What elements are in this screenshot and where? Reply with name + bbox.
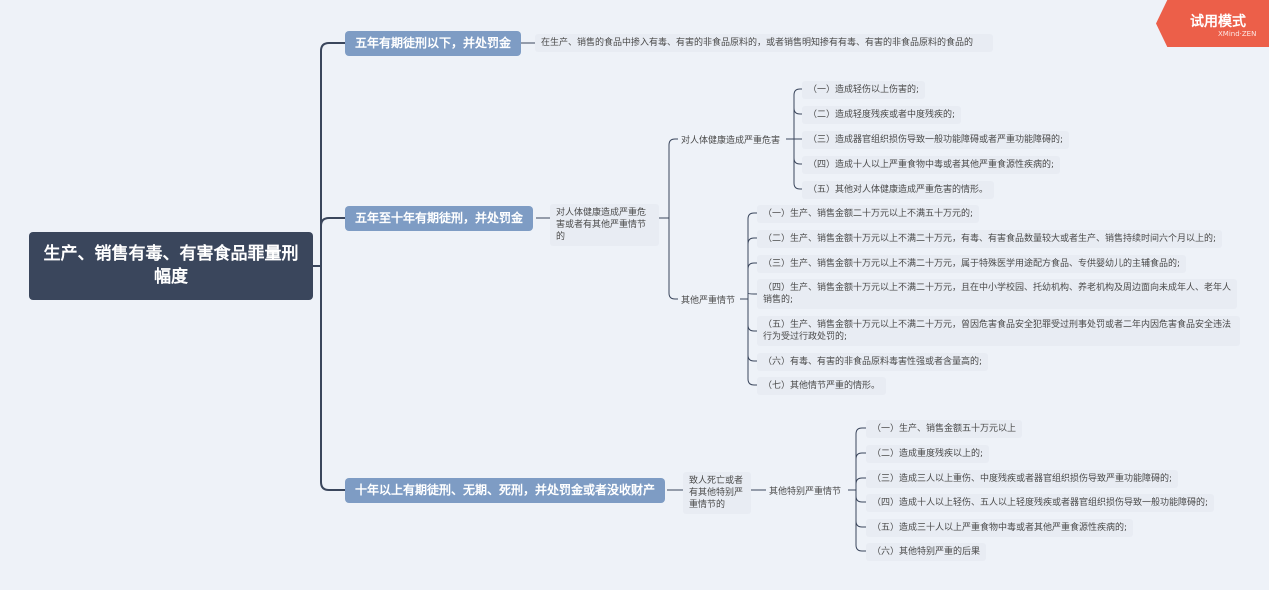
root-topic[interactable]: 生产、销售有毒、有害食品罪量刑幅度	[29, 232, 313, 300]
connector-b2-sub2	[668, 218, 678, 300]
branch-1-topic[interactable]: 五年有期徒刑以下，并处罚金	[345, 31, 522, 56]
branch-2-topic[interactable]: 五年至十年有期徒刑，并处罚金	[345, 206, 534, 231]
sub3-item-6-text: （六）其他特别严重的后果	[872, 547, 981, 557]
branch-2-sub2[interactable]: 其他严重情节	[678, 293, 739, 309]
branch-1-leaf-text: 在生产、销售的食品中掺入有毒、有害的非食品原料的，或者销售明知掺有有毒、有害的非…	[541, 38, 974, 48]
sub2-item-5[interactable]: （五）生产、销售金额十万元以上不满二十万元，曾因危害食品安全犯罪受过刑事处罚或者…	[757, 316, 1240, 346]
sub3-item-1-text: （一）生产、销售金额五十万元以上	[872, 424, 1017, 434]
sub2-item-1[interactable]: （一）生产、销售金额二十万元以上不满五十万元的;	[757, 205, 980, 223]
connector-b2-sub1	[659, 138, 678, 219]
sub1-item-3[interactable]: （三）造成器官组织损伤导致一般功能障碍或者严重功能障碍的;	[802, 131, 1070, 149]
branch-1-label: 五年有期徒刑以下，并处罚金	[355, 36, 512, 50]
sub3-item-2[interactable]: （二）造成重度残疾以上的;	[866, 445, 990, 463]
sub1-item-5-text: （五）其他对人体健康造成严重危害的情形。	[808, 185, 989, 195]
sub1-item-1-text: （一）造成轻伤以上伤害的;	[808, 85, 920, 95]
sub2-item-2[interactable]: （二）生产、销售金额十万元以上不满二十万元，有毒、有害食品数量较大或者生产、销售…	[757, 230, 1223, 248]
trial-mode-badge[interactable]: 试用模式 XMind·ZEN	[1156, 0, 1269, 47]
branch-3-condition-text: 致人死亡或者有其他特别严重情节的	[689, 476, 744, 510]
sub2-item-6-text: （六）有毒、有害的非食品原料毒害性强或者含量高的;	[763, 357, 983, 367]
sub3-item-2-text: （二）造成重度残疾以上的;	[872, 449, 984, 459]
sub1-item-1[interactable]: （一）造成轻伤以上伤害的;	[802, 81, 926, 99]
sub2-item-3[interactable]: （三）生产、销售金额十万元以上不满二十万元，属于特殊医学用途配方食品、专供婴幼儿…	[757, 255, 1187, 273]
sub3-item-5[interactable]: （五）造成三十人以上严重食物中毒或者其他严重食源性疾病的;	[866, 519, 1134, 537]
sub2-item-7-text: （七）其他情节严重的情形。	[763, 381, 881, 391]
sub2-item-4[interactable]: （四）生产、销售金额十万元以上不满二十万元，且在中小学校园、托幼机构、养老机构及…	[757, 279, 1237, 309]
sub1-item-5[interactable]: （五）其他对人体健康造成严重危害的情形。	[802, 181, 995, 199]
trial-mode-label: 试用模式	[1190, 14, 1246, 30]
branch-3-label: 十年以上有期徒刑、无期、死刑，并处罚金或者没收财产	[355, 483, 656, 497]
sub3-item-4-text: （四）造成十人以上轻伤、五人以上轻度残疾或者器官组织损伤导致一般功能障碍的;	[872, 498, 1209, 508]
sub2-item-3-text: （三）生产、销售金额十万元以上不满二十万元，属于特殊医学用途配方食品、专供婴幼儿…	[763, 259, 1181, 269]
branch-2-sub1[interactable]: 对人体健康造成严重危害	[678, 133, 784, 149]
branch-3-condition[interactable]: 致人死亡或者有其他特别严重情节的	[683, 472, 751, 514]
sub1-item-4[interactable]: （四）造成十人以上严重食物中毒或者其他严重食源性疾病的;	[802, 156, 1061, 174]
sub1-item-4-text: （四）造成十人以上严重食物中毒或者其他严重食源性疾病的;	[808, 160, 1055, 170]
connector-root-branch1	[313, 42, 345, 267]
branch-2-sub2-label: 其他严重情节	[681, 296, 736, 306]
branch-2-sub1-label: 对人体健康造成严重危害	[681, 136, 781, 146]
branch-2-condition-text: 对人体健康造成严重危害或者有其他严重情节的	[556, 208, 647, 242]
sub2-item-4-text: （四）生产、销售金额十万元以上不满二十万元，且在中小学校园、托幼机构、养老机构及…	[763, 283, 1232, 305]
branch-3-sub-label: 其他特别严重情节	[769, 487, 842, 497]
xmind-brand-label: XMind·ZEN	[1218, 30, 1257, 38]
branch-2-label: 五年至十年有期徒刑，并处罚金	[355, 211, 524, 225]
sub2-item-1-text: （一）生产、销售金额二十万元以上不满五十万元的;	[763, 209, 974, 219]
sub3-item-1[interactable]: （一）生产、销售金额五十万元以上	[866, 420, 1023, 438]
sub3-item-3[interactable]: （三）造成三人以上重伤、中度残疾或者器官组织损伤导致严重功能障碍的;	[866, 470, 1179, 488]
sub2-item-2-text: （二）生产、销售金额十万元以上不满二十万元，有毒、有害食品数量较大或者生产、销售…	[763, 234, 1217, 244]
sub2-item-5-text: （五）生产、销售金额十万元以上不满二十万元，曾因危害食品安全犯罪受过刑事处罚或者…	[763, 320, 1232, 342]
sub1-item-3-text: （三）造成器官组织损伤导致一般功能障碍或者严重功能障碍的;	[808, 135, 1064, 145]
branch-3-sub[interactable]: 其他特别严重情节	[766, 484, 845, 500]
branch-1-leaf[interactable]: 在生产、销售的食品中掺入有毒、有害的非食品原料的，或者销售明知掺有有毒、有害的非…	[535, 34, 993, 52]
sub1-item-2[interactable]: （二）造成轻度残疾或者中度残疾的;	[802, 106, 962, 124]
connector-root-branch2	[320, 217, 345, 266]
root-title: 生产、销售有毒、有害食品罪量刑幅度	[43, 244, 299, 287]
sub1-item-2-text: （二）造成轻度残疾或者中度残疾的;	[808, 110, 956, 120]
sub2-item-6[interactable]: （六）有毒、有害的非食品原料毒害性强或者含量高的;	[757, 353, 989, 371]
branch-2-condition[interactable]: 对人体健康造成严重危害或者有其他严重情节的	[550, 204, 659, 246]
sub2-item-7[interactable]: （七）其他情节严重的情形。	[757, 377, 887, 395]
sub3-item-5-text: （五）造成三十人以上严重食物中毒或者其他严重食源性疾病的;	[872, 523, 1128, 533]
sub3-item-6[interactable]: （六）其他特别严重的后果	[866, 543, 987, 561]
branch-3-topic[interactable]: 十年以上有期徒刑、无期、死刑，并处罚金或者没收财产	[345, 478, 666, 503]
sub3-item-3-text: （三）造成三人以上重伤、中度残疾或者器官组织损伤导致严重功能障碍的;	[872, 474, 1173, 484]
sub3-item-4[interactable]: （四）造成十人以上轻伤、五人以上轻度残疾或者器官组织损伤导致一般功能障碍的;	[866, 494, 1215, 512]
connector-root-branch3	[320, 266, 345, 491]
